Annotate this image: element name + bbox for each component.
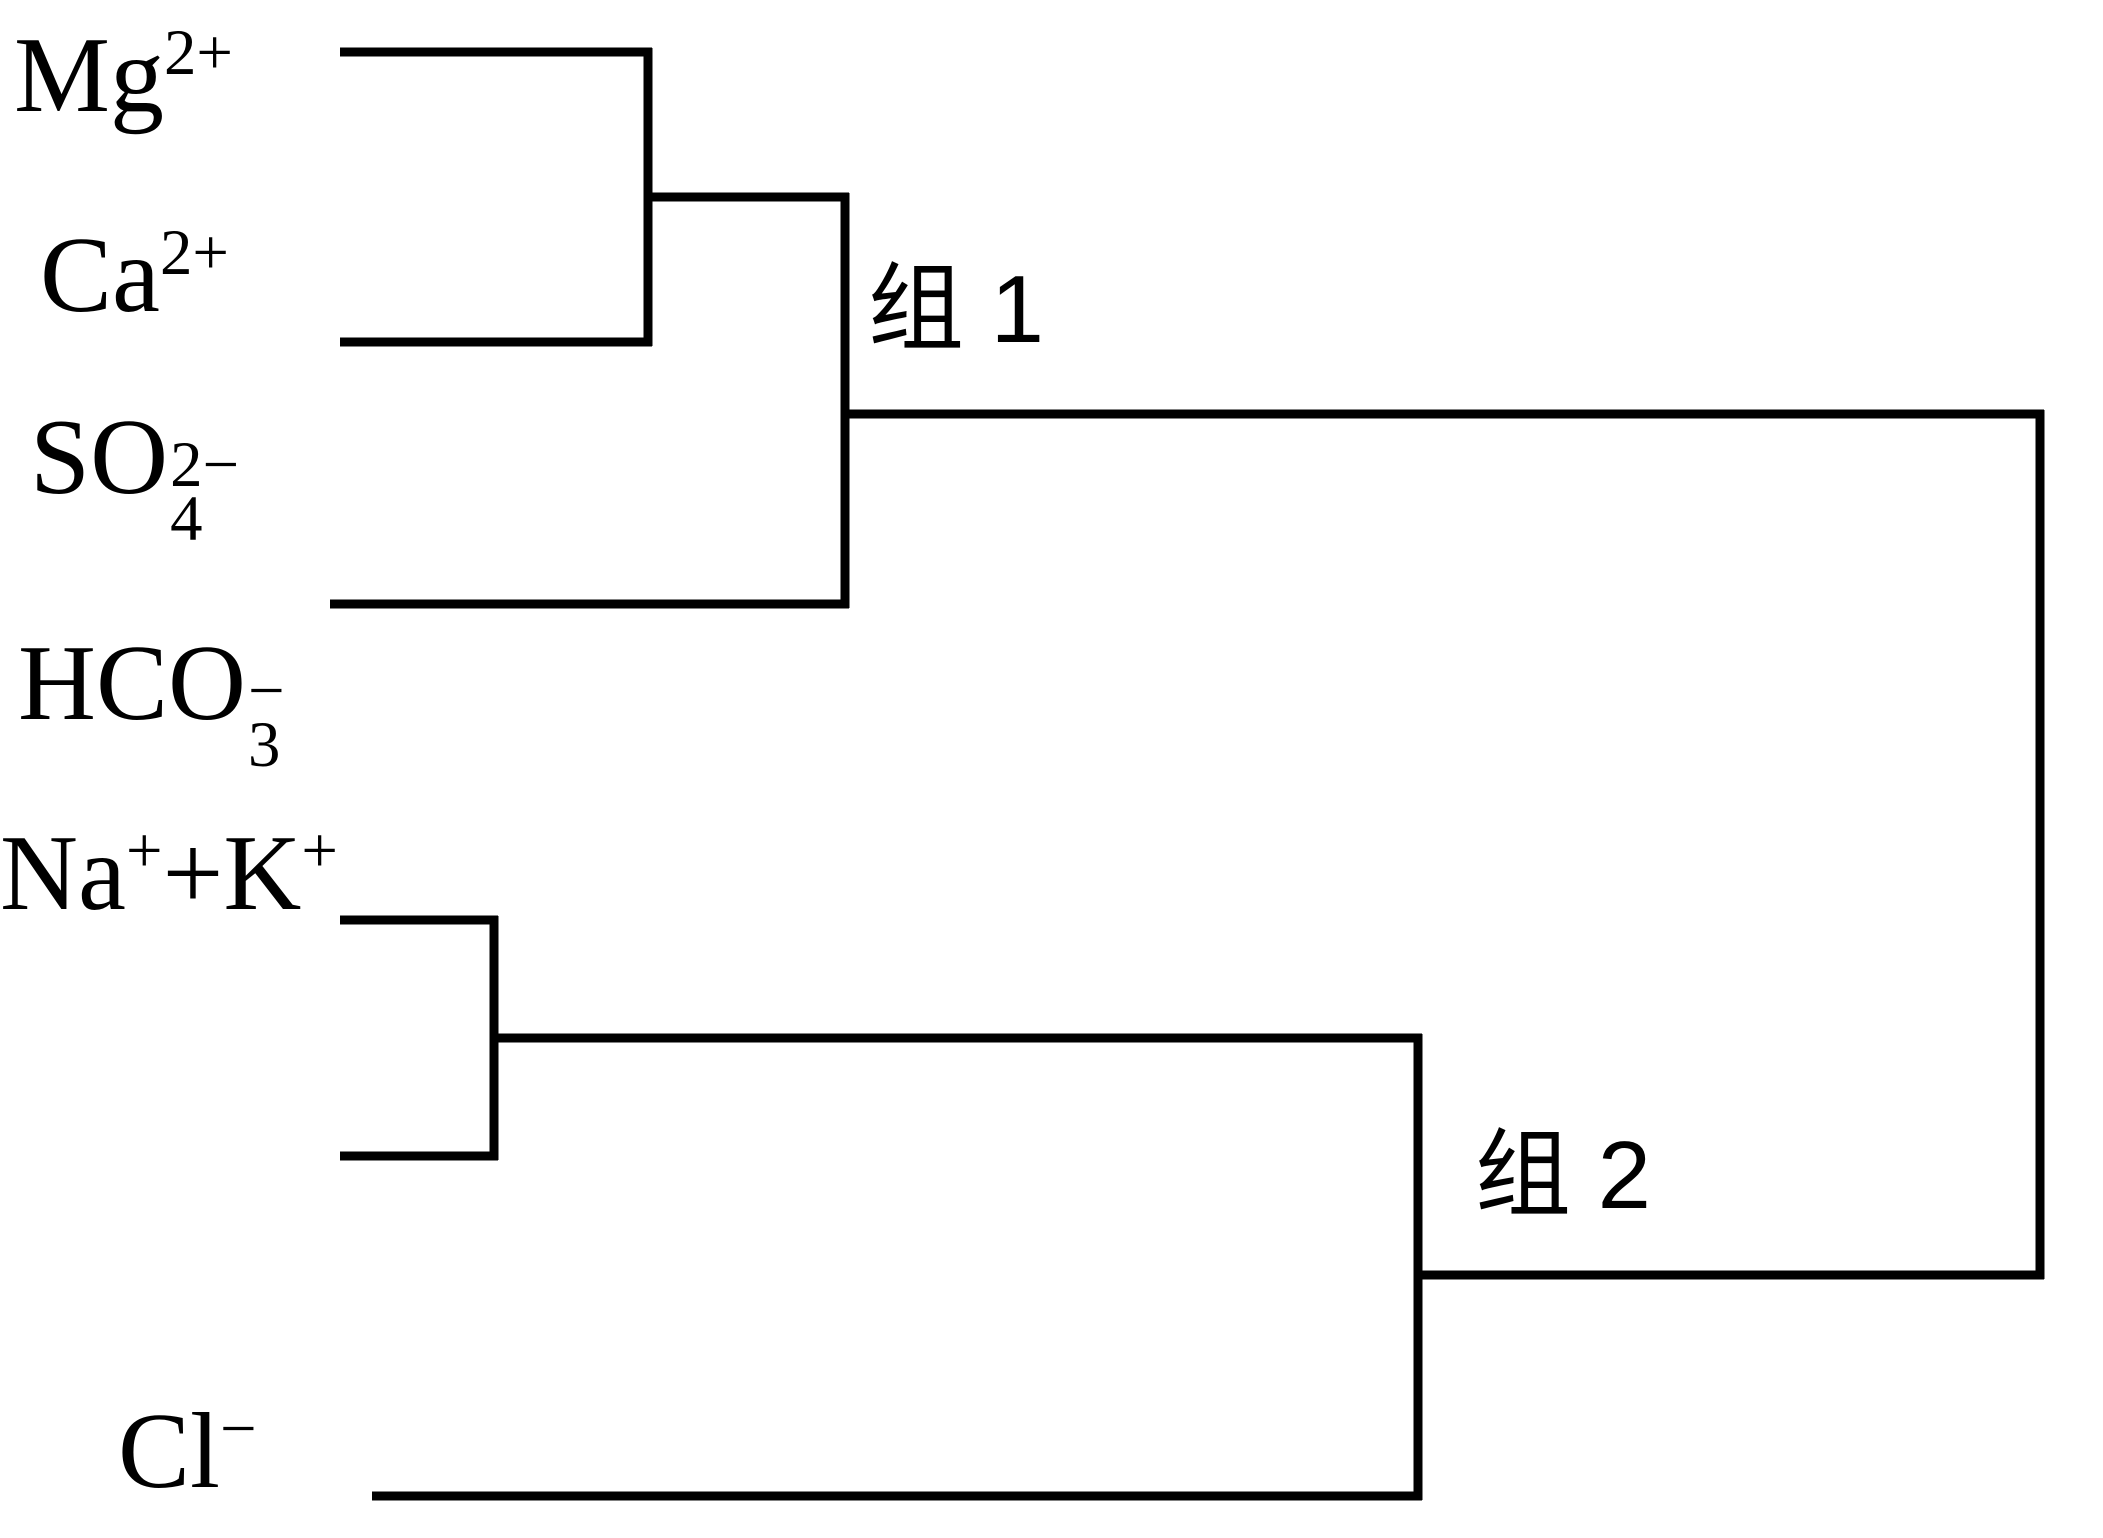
leaf-base-hco3: HCO xyxy=(18,624,247,743)
leaf-base-k: +K xyxy=(162,814,302,933)
leaf-label-hco3: HCO−3 xyxy=(18,630,285,777)
leaf-charge-mg: 2+ xyxy=(164,17,233,89)
leaf-charge-ca: 2+ xyxy=(159,217,229,289)
leaf-label-cl: Cl− xyxy=(118,1397,257,1506)
cluster-label-group2: 组 2 xyxy=(1475,1122,1652,1229)
leaf-charge-k: + xyxy=(301,815,338,887)
leaf-label-mg: Mg2+ xyxy=(14,21,233,130)
leaf-base-ca: Ca xyxy=(40,216,160,335)
leaf-label-ca: Ca2+ xyxy=(40,221,229,330)
leaf-base-na: Na xyxy=(0,814,126,933)
cluster-label-group1: 组 1 xyxy=(868,256,1045,363)
leaf-label-nak: Na++K+ xyxy=(0,819,338,928)
leaf-base-so4: SO xyxy=(30,398,169,517)
leaf-charge-cl: − xyxy=(220,1393,257,1465)
leaf-charge-so4: 2− xyxy=(170,429,240,502)
leaf-base-mg: Mg xyxy=(14,16,165,135)
leaf-subscript-hco3: 3 xyxy=(248,708,281,781)
leaf-charge-hco3: − xyxy=(248,655,285,728)
leaf-subscript-so4: 4 xyxy=(170,482,203,555)
leaf-base-cl: Cl xyxy=(118,1392,221,1511)
leaf-charge-na: + xyxy=(125,815,163,887)
